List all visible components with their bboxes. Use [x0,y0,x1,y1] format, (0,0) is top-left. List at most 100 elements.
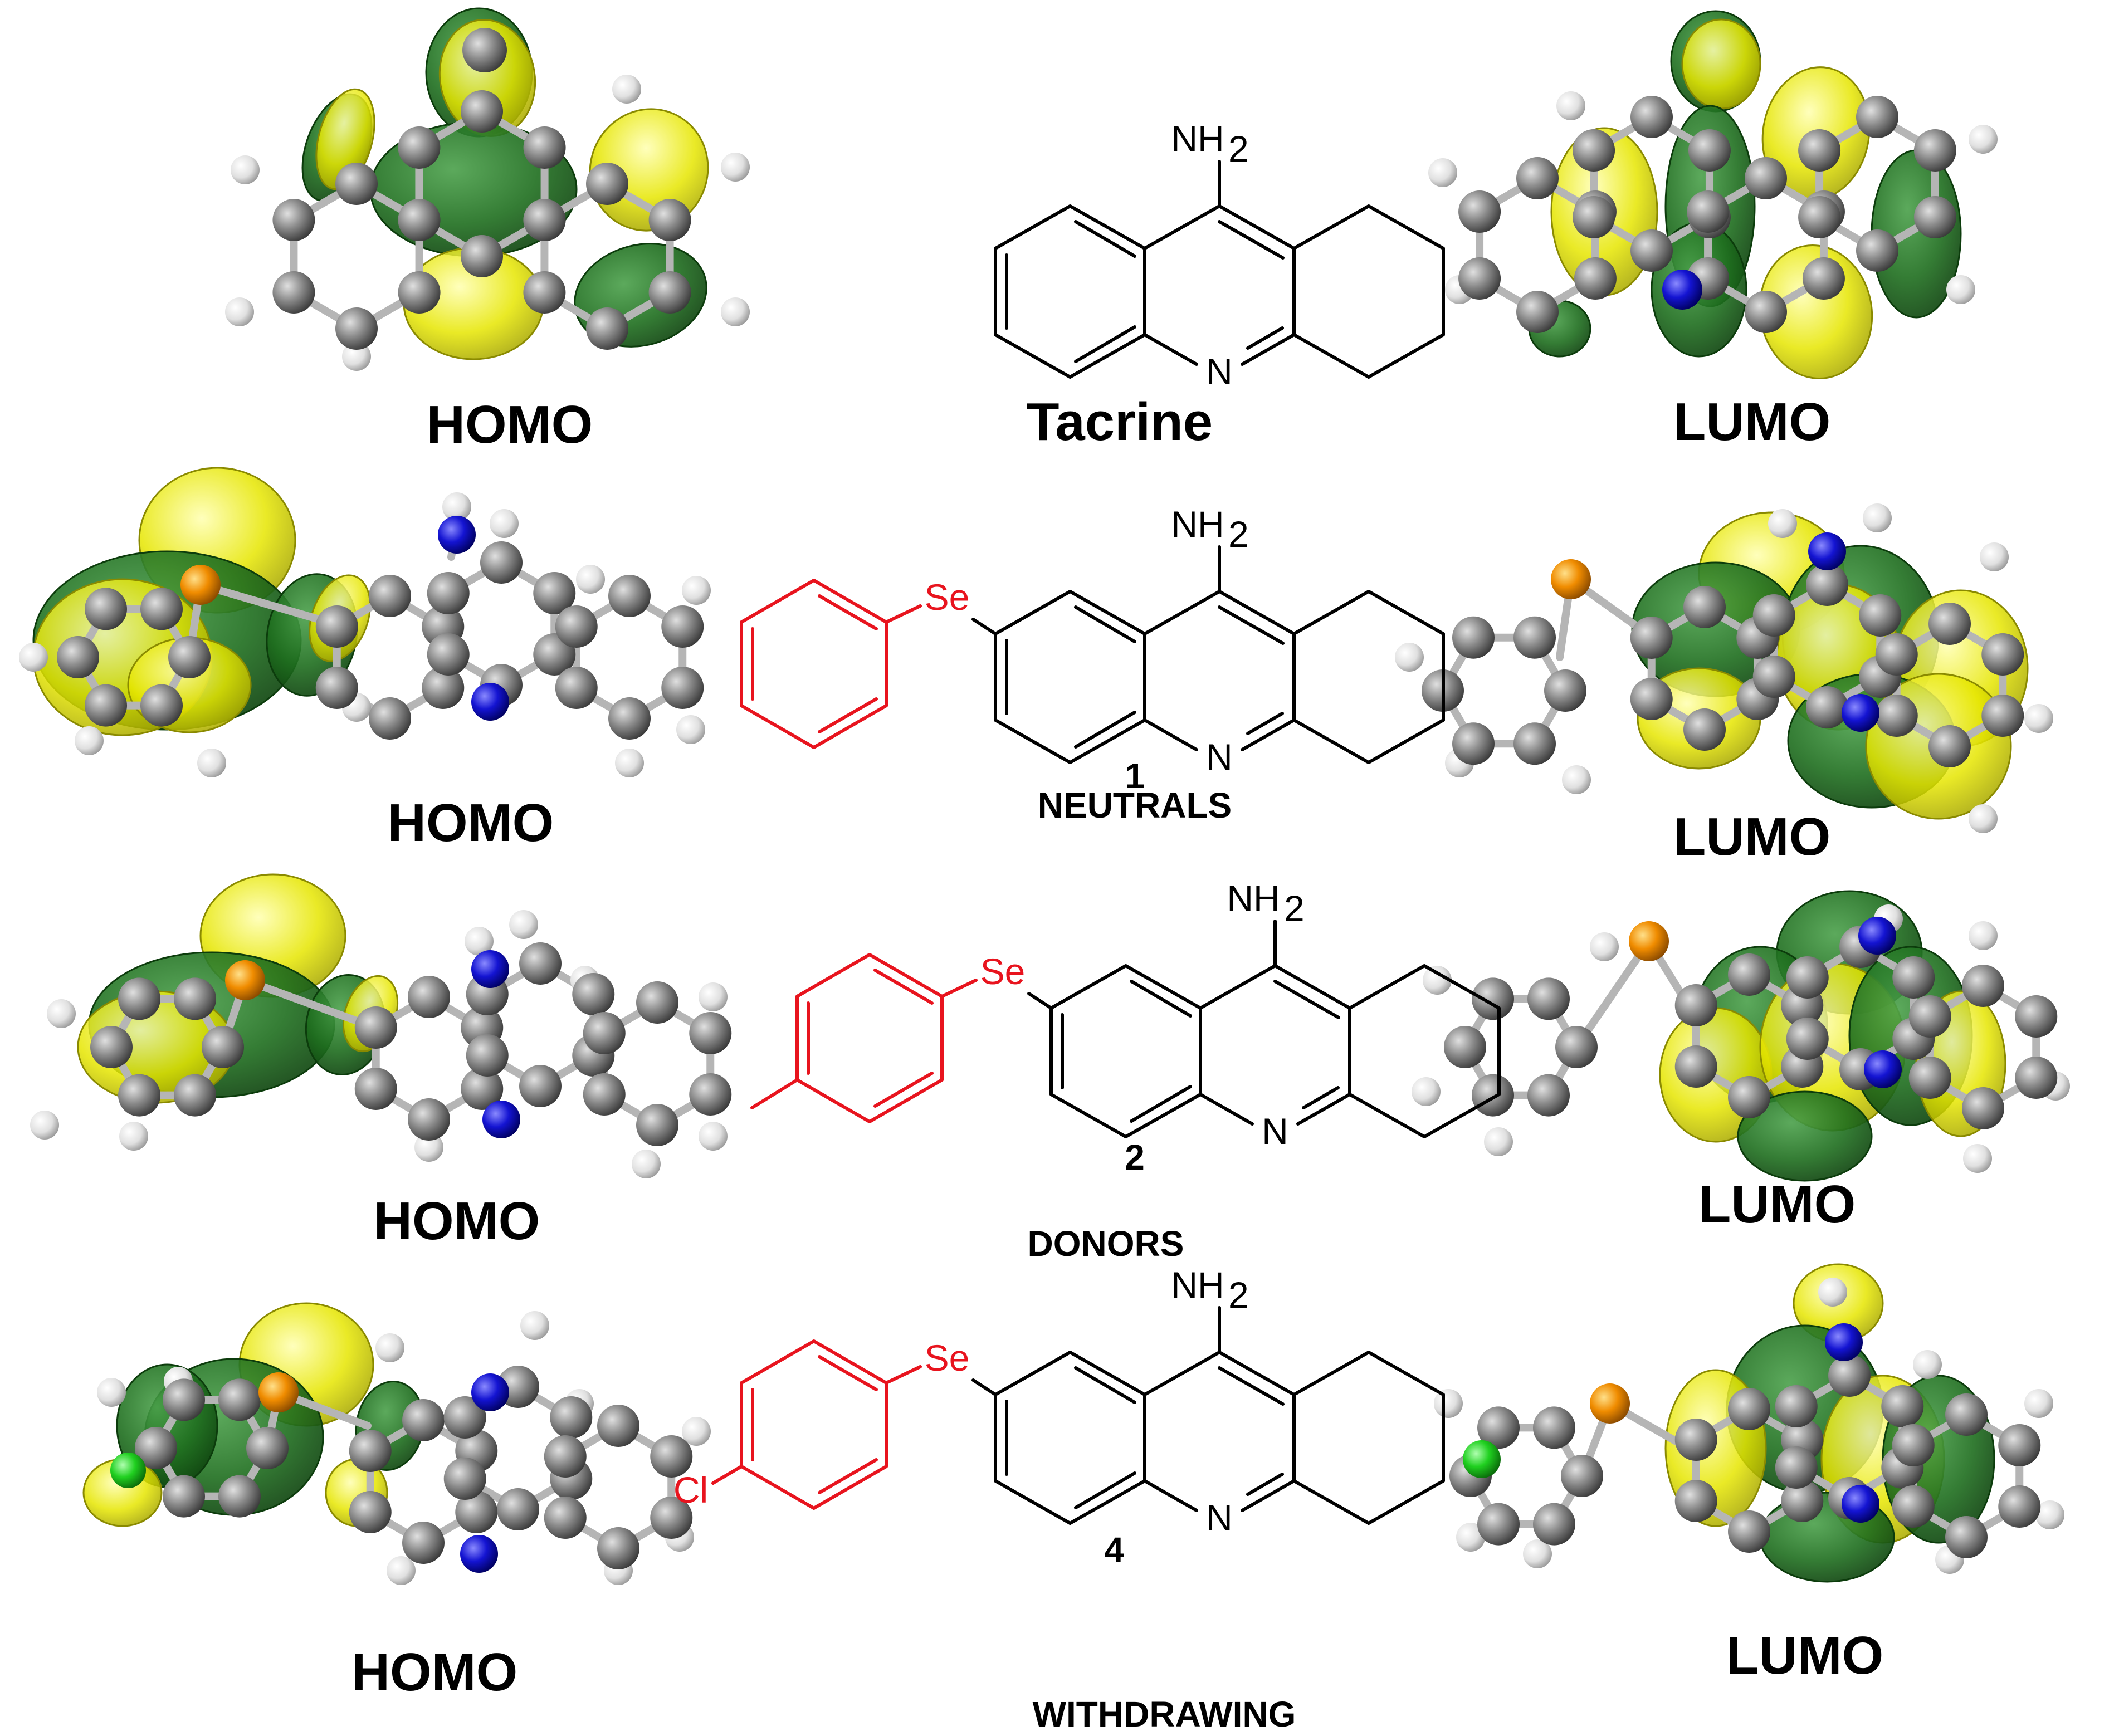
lumo-label-1: LUMO [1673,807,1831,867]
nitrogen-atom [471,1373,509,1411]
carbon-atom [218,1378,261,1421]
nitrogen-atom [1864,1050,1902,1088]
carbon-atom [1798,196,1841,238]
nitrogen-label: N [1206,1497,1233,1538]
nitrogen-atom [1662,270,1702,310]
carbon-atom [1573,129,1615,172]
carbon-atom [1513,616,1556,659]
selenium-atom [1551,559,1591,599]
carbon-atom [168,636,211,678]
carbon-atom [1945,1516,1988,1558]
carbon-atom [2015,995,2058,1038]
carbon-atom [408,1098,450,1141]
compound-2-structure: N NH 2 Se [750,878,1501,1152]
carbon-atom [1527,1074,1570,1117]
carbon-atom [689,1012,732,1054]
carbon-atom [1892,956,1935,999]
carbon-atom [1630,678,1673,720]
carbon-atom [1913,196,1956,238]
homo-label-2: HOMO [374,1191,540,1251]
carbon-atom [1875,633,1918,676]
carbon-atom [583,1012,626,1054]
hydrogen-atom [47,999,76,1028]
hydrogen-atom [1395,643,1424,672]
carbon-atom [1828,1354,1871,1397]
carbon-atom [480,541,523,584]
carbon-atom [1775,1446,1818,1489]
nitrogen-atom [482,1101,520,1138]
nitrogen-atom [438,516,476,554]
carbon-atom [1674,1480,1717,1522]
carbon-atom [533,572,576,614]
hydrogen-atom [75,726,104,755]
compound-number-4: 4 [1104,1530,1124,1570]
carbon-atom [349,1430,392,1472]
carbon-atom [1477,1503,1520,1546]
compound-name-tacrine: Tacrine [1027,392,1213,452]
carbon-atom [1574,257,1617,300]
carbon-atom [354,1068,397,1110]
carbon-atom [163,1378,205,1421]
carbon-atom [1630,96,1673,138]
carbon-atom [1908,1057,1951,1099]
hydrogen-atom [1969,125,1998,154]
hydrogen-atom [1969,804,1998,833]
carbon-atom [1928,603,1971,645]
hydrogen-atom [375,1333,404,1362]
hydrogen-atom [1969,921,1998,950]
hydrogen-atom [97,1378,126,1407]
amine-subscript: 2 [1228,1274,1249,1316]
selenium-label: Se [980,951,1026,992]
carbon-atom [443,1396,486,1439]
carbon-atom [1859,594,1902,637]
lumo-orbital-compound-4 [1434,1263,2064,1583]
amine-label: NH [1171,118,1224,159]
carbon-atom [163,1475,205,1518]
selenium-atom [258,1372,299,1412]
hydrogen-atom [682,576,711,605]
carbon-atom [461,1068,504,1110]
carbon-atom [586,163,628,205]
carbon-atom [648,271,691,314]
amine-subscript: 2 [1228,128,1249,169]
hydrogen-atom [2035,1500,2064,1529]
carbon-atom [1444,1026,1486,1068]
lumo-orbital-compound-1 [1395,503,2053,833]
lumo-orbital-compound-2 [1412,890,2070,1182]
carbon-atom [1533,1406,1575,1449]
nitrogen-atom [471,683,509,721]
carbon-atom [1752,594,1795,637]
hydrogen-atom [699,1122,728,1151]
carbon-atom [1998,1424,2041,1466]
bond-stick [241,976,372,1029]
carbon-atom [1806,564,1848,606]
carbon-atom [661,667,704,709]
carbon-atom [1561,1455,1603,1497]
carbon-atom [1728,1388,1770,1430]
carbon-atom [1516,157,1559,199]
hydrogen-atom [676,715,705,744]
carbon-atom [1728,1076,1770,1118]
hydrogen-atom [1980,542,2009,571]
hydrogen-atom [1523,1539,1552,1568]
carbon-atom [1674,1045,1717,1088]
compound-1-structure: N NH 2 Se [740,503,1445,777]
compound-4-structure: N NH 2 Se Cl [673,1264,1445,1538]
lumo-label-4: LUMO [1726,1626,1884,1685]
carbon-atom [369,575,411,617]
carbon-atom [422,667,465,709]
carbon-atom [523,126,566,169]
carbon-atom [427,633,470,676]
hydrogen-atom [490,509,519,538]
carbon-atom [1513,722,1556,765]
amine-label: NH [1227,878,1280,919]
hydrogen-atom [387,1556,416,1585]
carbon-atom [2015,1057,2058,1099]
carbon-atom [427,572,470,614]
hydrogen-atom [1946,275,1975,304]
nitrogen-label: N [1206,351,1233,392]
carbon-atom [466,1034,509,1077]
hydrogen-atom [465,927,494,956]
carbon-atom [544,1435,587,1478]
